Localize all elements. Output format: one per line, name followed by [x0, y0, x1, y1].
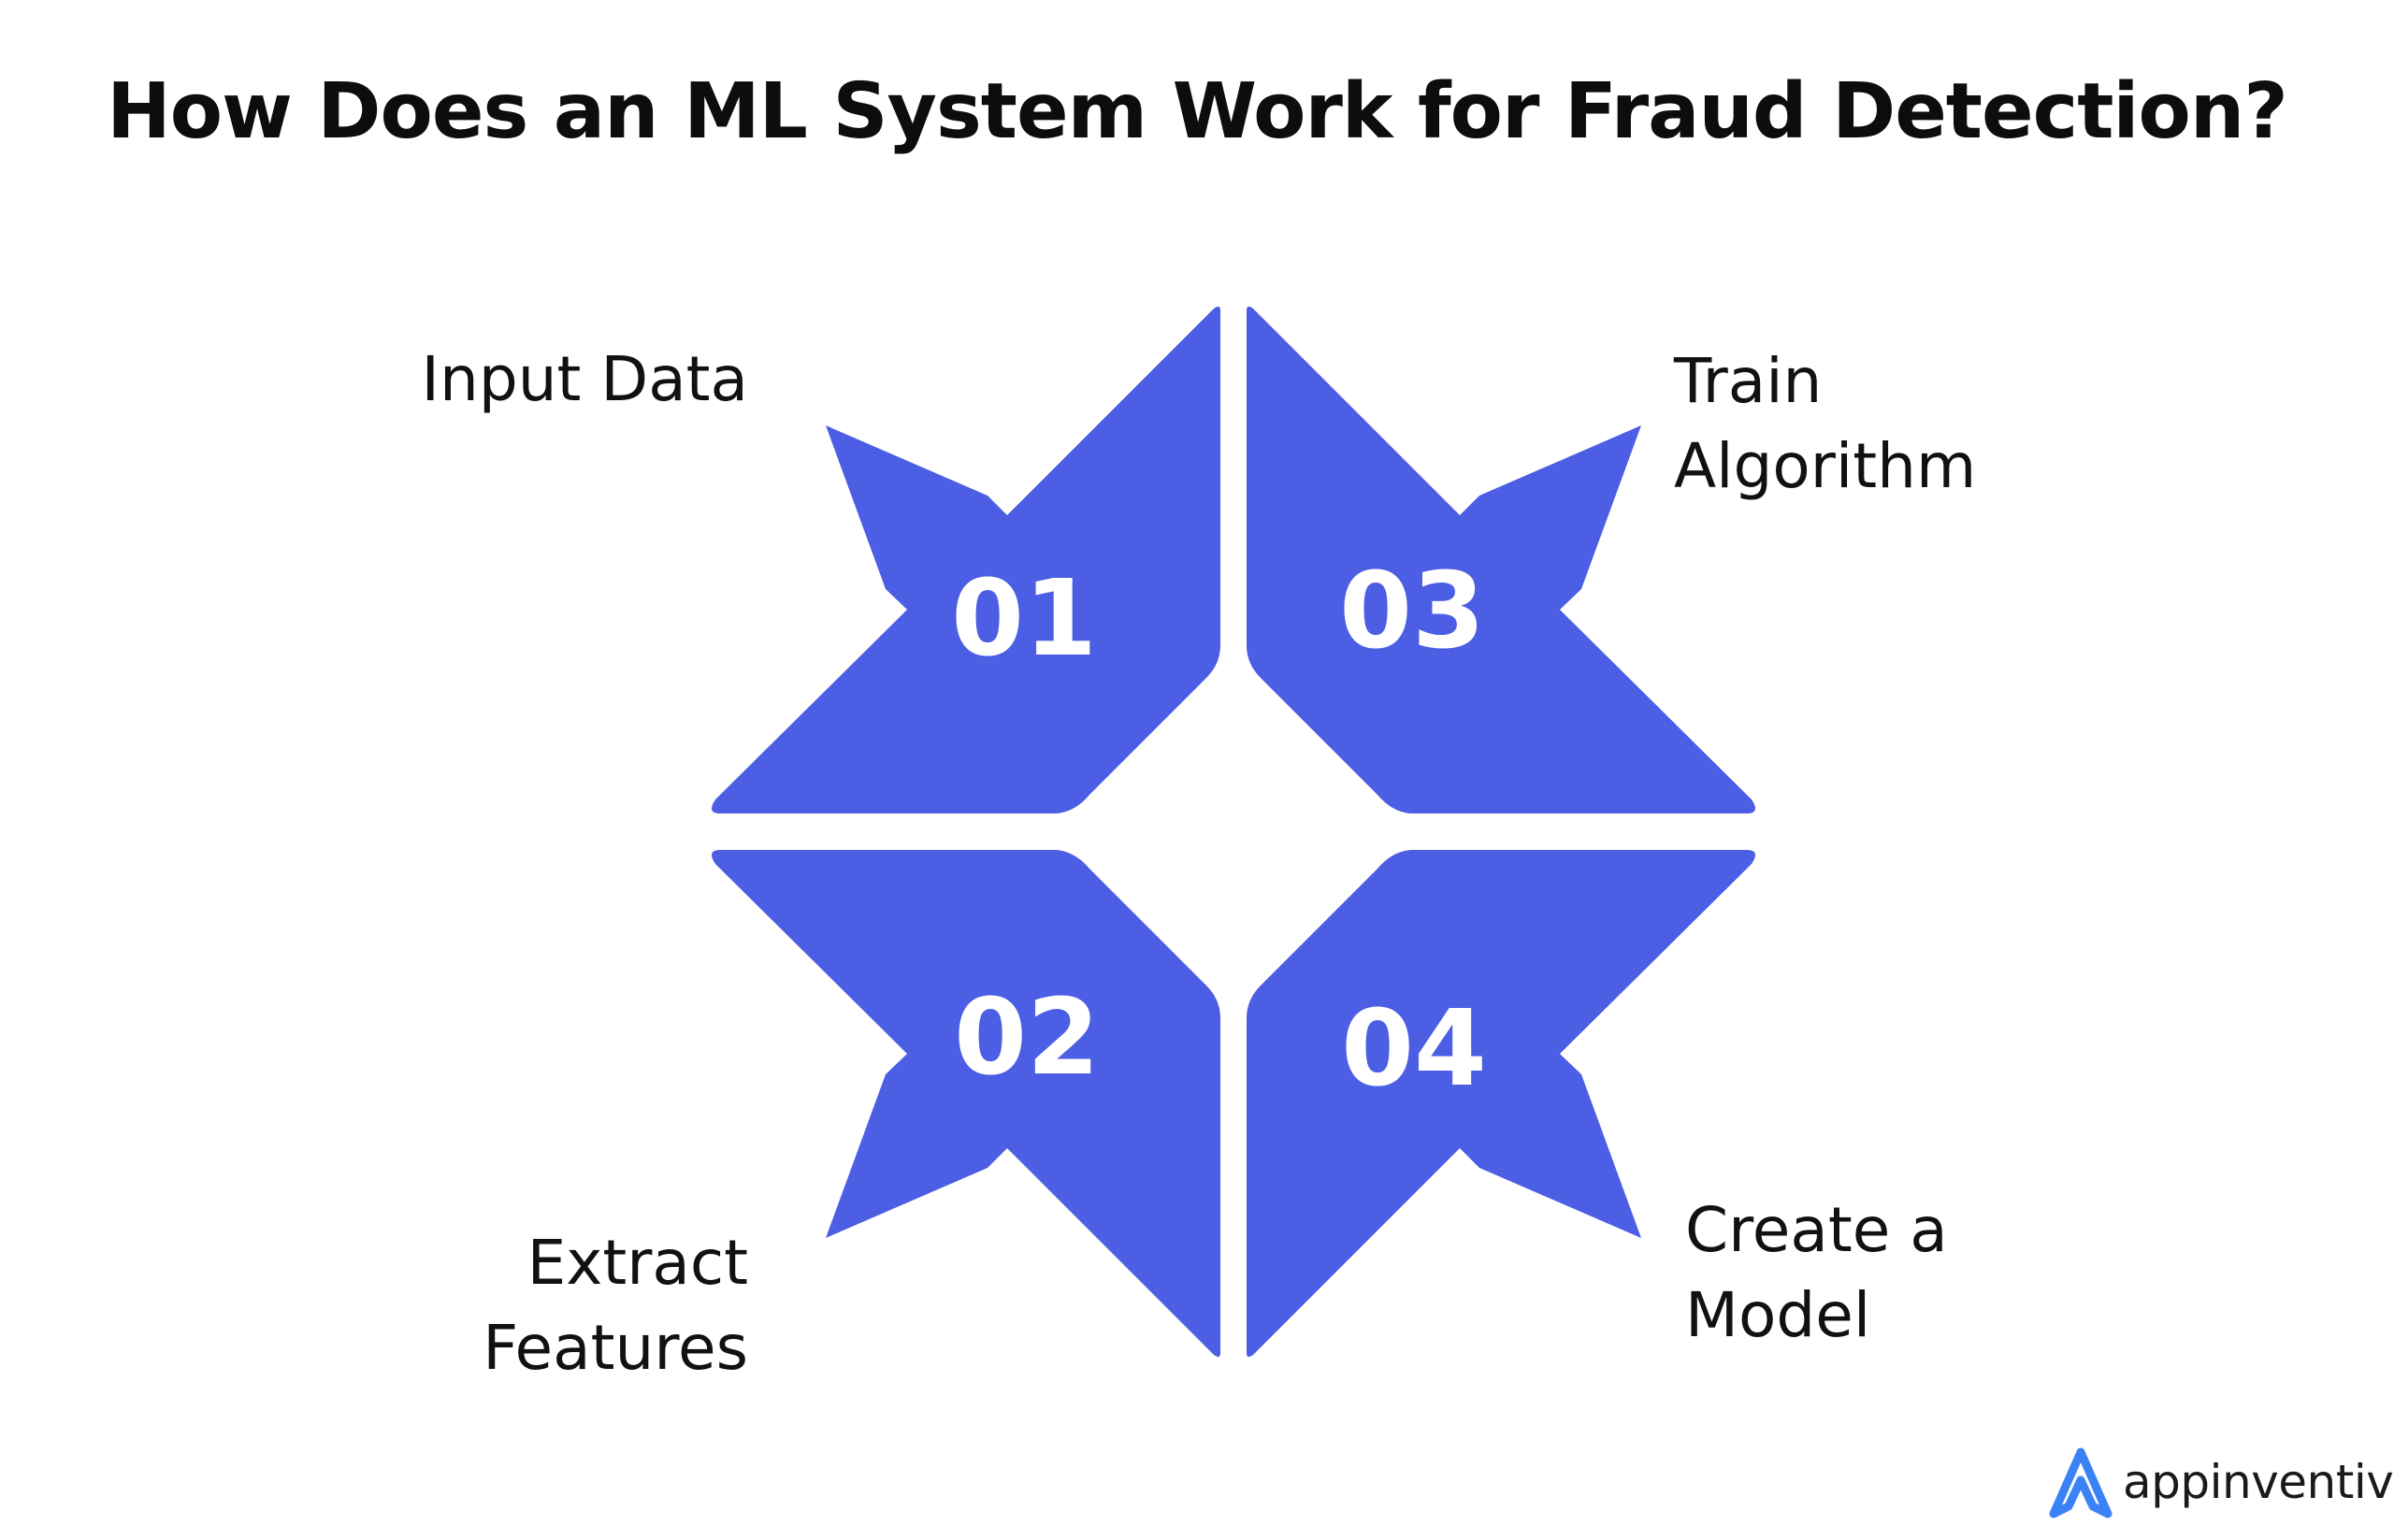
step-03-arrow — [1247, 306, 1755, 814]
step-02-number: 02 — [954, 977, 1100, 1099]
step-01-label: Input Data — [374, 337, 748, 422]
step-01-arrow — [712, 306, 1220, 814]
step-01-number: 01 — [951, 558, 1097, 680]
step-02-label-line: Extract — [526, 1227, 748, 1299]
step-04-number: 04 — [1341, 988, 1487, 1110]
step-01-label-line: Input Data — [421, 343, 748, 415]
step-04-arrow — [1247, 850, 1755, 1358]
page-title: How Does an ML System Work for Fraud Det… — [107, 67, 2288, 156]
step-02-label-line: Features — [483, 1312, 748, 1384]
step-03-label-line: Train — [1674, 345, 1823, 417]
step-03-number: 03 — [1339, 551, 1485, 672]
step-02-arrow — [712, 850, 1220, 1358]
brand-logo: appinventiv — [2046, 1440, 2394, 1524]
step-04-label: Create a Model — [1685, 1187, 2078, 1358]
step-02-label: Extract Features — [374, 1220, 748, 1390]
step-04-label-line: Model — [1685, 1279, 1871, 1351]
step-04-label-line: Create a — [1685, 1194, 1948, 1266]
brand-name: appinventiv — [2123, 1455, 2394, 1509]
step-03-label-line: Algorithm — [1674, 430, 1977, 502]
step-03-label: Train Algorithm — [1674, 338, 2067, 509]
appinventiv-logo-icon — [2049, 1447, 2113, 1518]
